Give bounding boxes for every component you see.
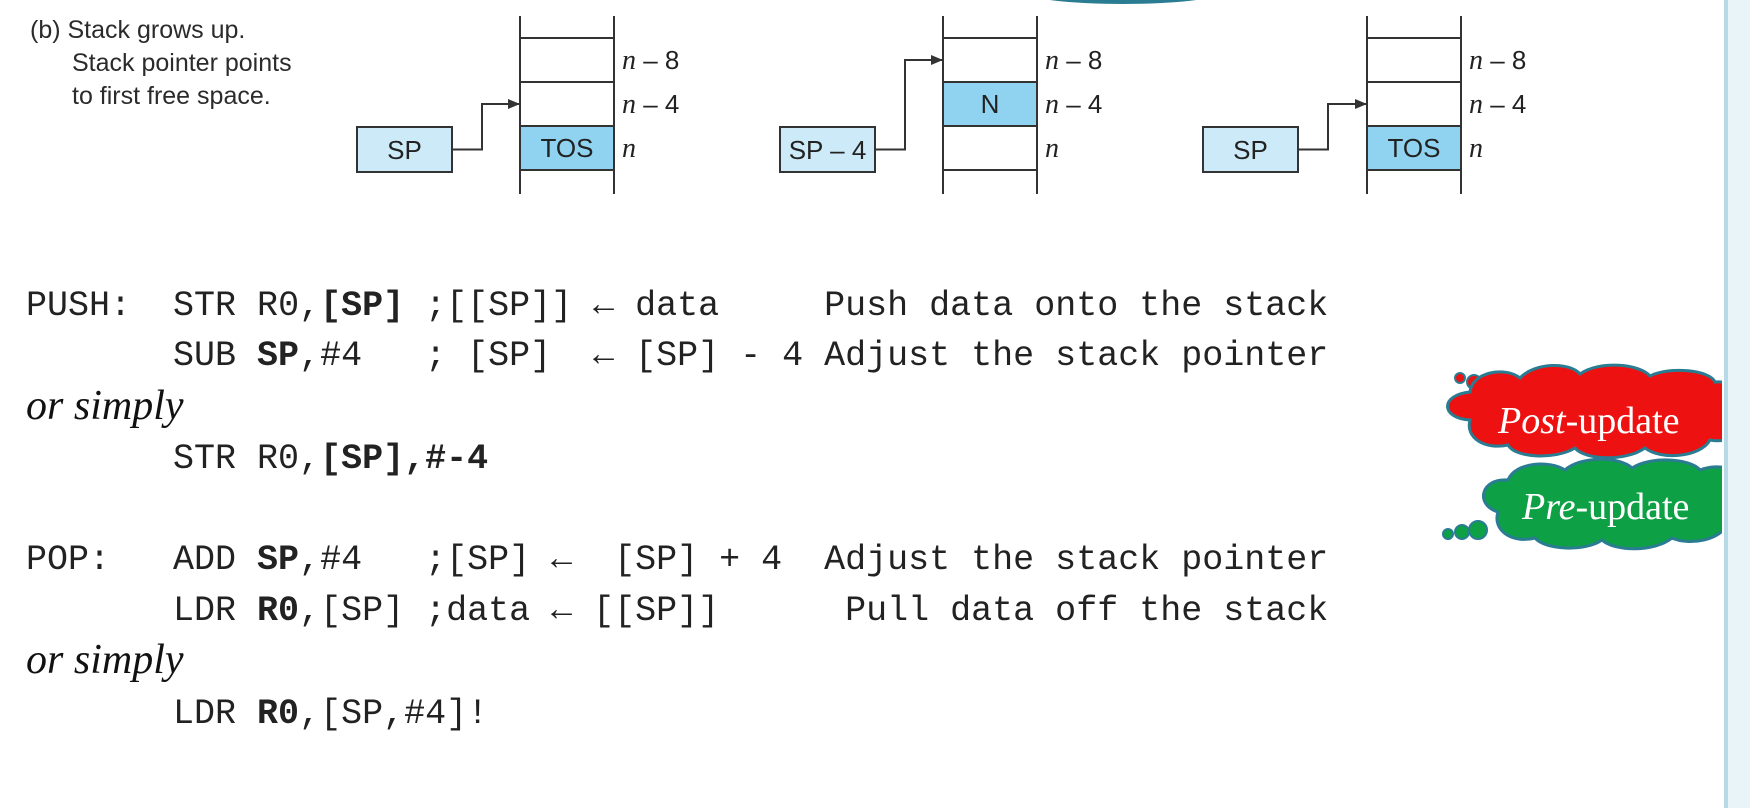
stack-3-pointer-box bbox=[1202, 126, 1299, 173]
stack-3-cell-3-fill bbox=[1367, 126, 1461, 170]
pop-line-2-op: LDR bbox=[173, 591, 258, 631]
stack-2-addr-1: n – 8 bbox=[1045, 45, 1102, 76]
push-line-1: PUSH: STR R0,[SP] ;[[SP]] ← data Push da… bbox=[26, 286, 1328, 326]
pop-line-2-rest: ,[SP] ;data ← [[SP]] Pull data off the s… bbox=[299, 591, 1329, 631]
post-update-label: Post-update bbox=[1497, 400, 1680, 442]
stack-2-pointer-arrow bbox=[875, 55, 943, 151]
stack-3-pointer-arrow bbox=[1298, 99, 1367, 151]
stack-3-cell-3-label: TOS bbox=[1388, 133, 1441, 163]
pre-update-callout: Pre-update bbox=[1442, 457, 1750, 551]
diagram-caption: (b) Stack grows up. Stack pointer points… bbox=[30, 14, 292, 113]
stack-2-cell-2-label: N bbox=[981, 89, 1000, 119]
stack-2-pointer-label: SP – 4 bbox=[789, 135, 867, 165]
push-simple-line: STR R0,[SP],#-4 bbox=[26, 439, 488, 479]
stack-1-cell-3-fill bbox=[520, 126, 614, 170]
stack-3-addr-2: n – 4 bbox=[1469, 89, 1526, 120]
stack-3-addr-3: n bbox=[1469, 133, 1483, 164]
pop-simple-rest: ,[SP,#4]! bbox=[299, 694, 489, 734]
stack-2-addr-3: n bbox=[1045, 133, 1059, 164]
or-simply-1: or simply bbox=[26, 383, 184, 429]
stack-1-addr-1: n – 8 bbox=[622, 45, 679, 76]
push-line-2-rest: ,#4 ; [SP] ← [SP] - 4 Adjust the stack p… bbox=[299, 336, 1329, 376]
pop-simple-arg: R0 bbox=[257, 694, 300, 734]
stack-1-pointer-arrow bbox=[452, 99, 520, 151]
caption-line-3: to first free space. bbox=[72, 82, 271, 110]
push-line-1-comment: ;[[SP]] ← data Push data onto the stack bbox=[404, 286, 1329, 326]
push-line-2-arg: SP bbox=[257, 336, 300, 376]
pop-line-2-arg: R0 bbox=[257, 591, 300, 631]
pop-simple-op: LDR bbox=[173, 694, 258, 734]
push-line-2-op: SUB bbox=[173, 336, 258, 376]
or-simply-2: or simply bbox=[26, 637, 184, 683]
stack-3-addr-1: n – 8 bbox=[1469, 45, 1526, 76]
pop-simple-line: LDR R0,[SP,#4]! bbox=[26, 694, 488, 734]
pop-line-1-rest: ,#4 ;[SP] ← [SP] + 4 Adjust the stack po… bbox=[299, 540, 1329, 580]
stack-1-cell-3-label: TOS bbox=[541, 133, 594, 163]
push-simple-op: STR R0, bbox=[173, 439, 321, 479]
post-update-rest: -update bbox=[1566, 400, 1680, 442]
push-simple-arg: [SP],#-4 bbox=[320, 439, 489, 479]
post-update-italic: Post bbox=[1497, 400, 1567, 442]
pre-update-bubble-small bbox=[1442, 528, 1454, 540]
pre-update-bubble-medium bbox=[1454, 524, 1470, 540]
pop-line-2: LDR R0,[SP] ;data ← [[SP]] Pull data off… bbox=[26, 591, 1328, 631]
stack-1-pointer-box bbox=[356, 126, 453, 173]
pre-update-italic: Pre bbox=[1521, 486, 1576, 528]
stack-1-pointer-label: SP bbox=[387, 135, 422, 165]
pre-update-rest: -update bbox=[1575, 486, 1689, 528]
stack-2-addr-2: n – 4 bbox=[1045, 89, 1102, 120]
pre-update-bubble-large bbox=[1468, 520, 1488, 540]
decorative-arc bbox=[1028, 0, 1218, 4]
push-line-1-op: STR R0, bbox=[173, 286, 321, 326]
caption-line-2: Stack pointer points bbox=[72, 49, 292, 77]
pop-line-1-op: ADD bbox=[173, 540, 258, 580]
stack-3-pointer-label: SP bbox=[1233, 135, 1268, 165]
stack-1-addr-3: n bbox=[622, 133, 636, 164]
post-update-callout: Post-update bbox=[1446, 363, 1746, 460]
stack-2-pointer-box bbox=[779, 126, 876, 173]
stack-2-cell-2-fill bbox=[943, 82, 1037, 126]
post-update-bubble-small bbox=[1454, 372, 1466, 384]
pop-line-1-arg: SP bbox=[257, 540, 300, 580]
push-label: PUSH: bbox=[26, 286, 132, 326]
push-line-2: SUB SP,#4 ; [SP] ← [SP] - 4 Adjust the s… bbox=[26, 336, 1328, 376]
pop-label: POP: bbox=[26, 540, 111, 580]
push-line-1-arg: [SP] bbox=[320, 286, 405, 326]
caption-line-1: (b) Stack grows up. bbox=[30, 16, 246, 44]
stack-1-addr-2: n – 4 bbox=[622, 89, 679, 120]
pre-update-label: Pre-update bbox=[1521, 486, 1689, 528]
pop-line-1: POP: ADD SP,#4 ;[SP] ← [SP] + 4 Adjust t… bbox=[26, 540, 1328, 580]
slide-right-border bbox=[1722, 0, 1750, 808]
